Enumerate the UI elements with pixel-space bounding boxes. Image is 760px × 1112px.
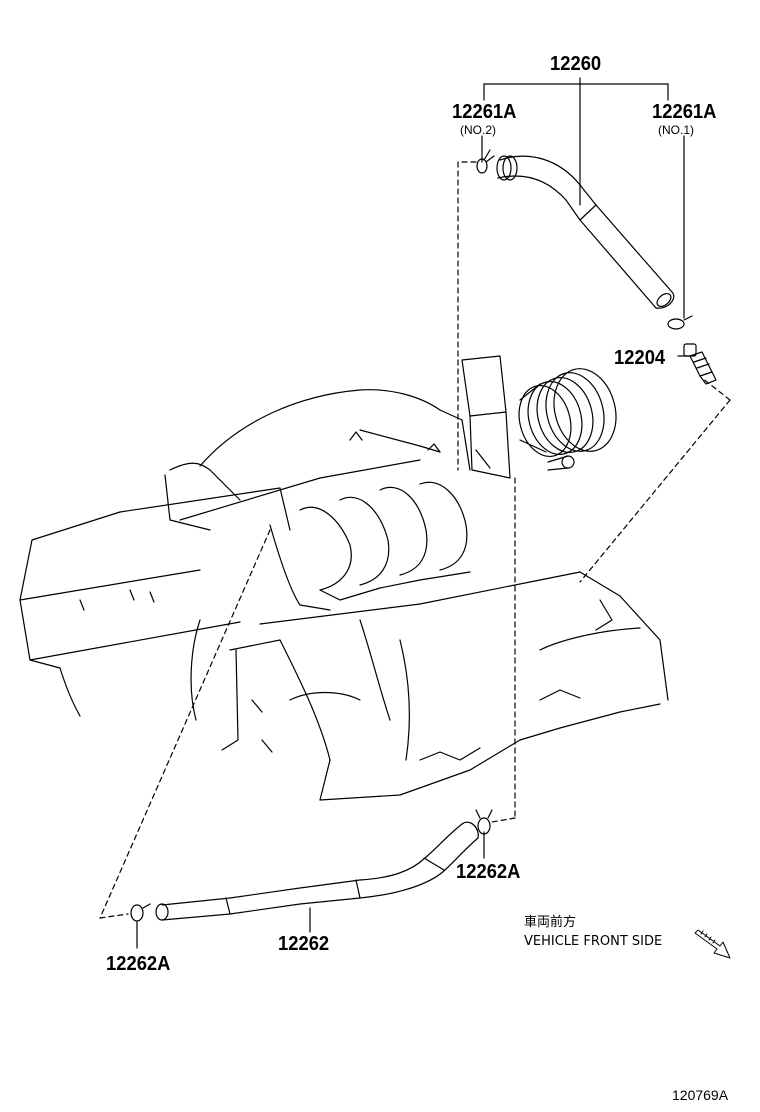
part-sublabel-no1: (NO.1)	[658, 123, 694, 137]
engine-block	[19, 487, 669, 801]
part-label-12262a-left[interactable]: 12262A	[106, 953, 171, 975]
part-label-12260[interactable]: 12260	[550, 53, 602, 75]
part-label-12261a-no1[interactable]: 12261A	[652, 101, 717, 123]
leader-lines	[136, 77, 691, 949]
clamp-12262a-left	[130, 903, 151, 922]
part-sublabel-no2: (NO.2)	[460, 123, 496, 137]
part-label-12261a-no2[interactable]: 12261A	[452, 101, 517, 123]
throttle-body	[461, 355, 617, 479]
dashed-connections	[99, 161, 731, 919]
clamp-12262a-right	[475, 809, 493, 835]
part-label-12262[interactable]: 12262	[278, 933, 330, 955]
part-label-12204[interactable]: 12204	[614, 347, 666, 369]
clamp-12261a-no2	[476, 149, 495, 174]
intake-manifold	[164, 389, 471, 611]
lower-hose-12262	[155, 821, 479, 921]
illustration-code: 120769A	[672, 1087, 729, 1103]
vehicle-front-note-english: VEHICLE FRONT SIDE	[524, 934, 663, 949]
ventilation-hose-12260	[496, 155, 675, 309]
pcv-valve-12204	[683, 343, 717, 385]
part-label-12262a-right[interactable]: 12262A	[456, 861, 521, 883]
vehicle-front-note-japanese: 車両前方	[524, 915, 577, 930]
front-direction-arrow-icon	[694, 929, 731, 959]
clamp-12261a-no1	[667, 315, 693, 330]
